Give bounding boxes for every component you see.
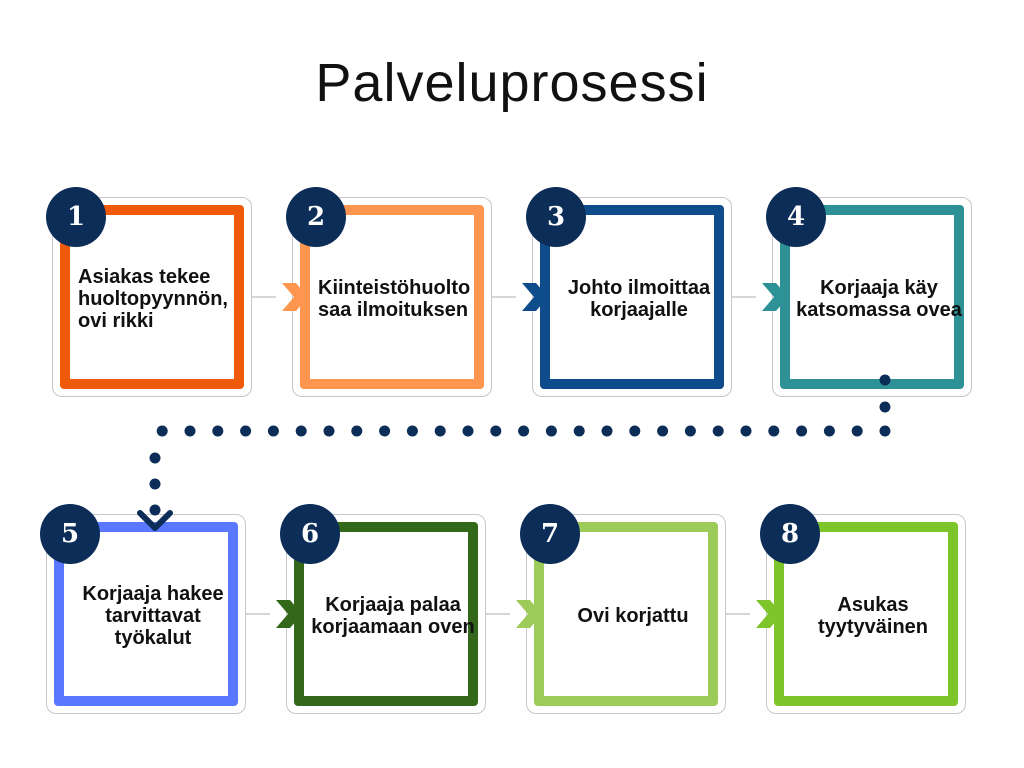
dot <box>629 425 641 437</box>
page-title: Palveluprosessi <box>315 53 709 113</box>
dot <box>657 425 669 437</box>
dot <box>379 425 391 437</box>
step-text: Kiinteistöhuolto saa ilmoituksen <box>318 239 488 359</box>
dot <box>796 425 808 437</box>
dot <box>573 425 585 437</box>
step-text: Korjaaja palaa korjaamaan oven <box>308 556 478 676</box>
step-number: 1 <box>66 202 86 232</box>
dot <box>879 374 891 386</box>
chevron-right-icon <box>516 600 542 628</box>
chevron-right-icon <box>522 283 548 311</box>
step-number-badge: 7 <box>520 504 580 564</box>
dot <box>712 425 724 437</box>
step-box <box>54 522 238 706</box>
step-box <box>60 205 244 389</box>
dot <box>295 425 307 437</box>
chevron-right-icon <box>762 283 788 311</box>
step-text: Asukas tyytyväinen <box>788 556 958 676</box>
dot <box>518 425 530 437</box>
step-number-badge: 6 <box>280 504 340 564</box>
step-label: Asukas tyytyväinen <box>817 594 929 638</box>
step-text: Korjaaja hakee tarvittavat työkalut <box>68 556 238 676</box>
chevron-right-icon <box>282 283 308 311</box>
dot <box>267 425 279 437</box>
step-label: Kiinteistöhuolto saa ilmoituksen <box>318 277 471 321</box>
step-text: Korjaaja käy katsomassa ovea <box>794 239 964 359</box>
dot <box>490 425 502 437</box>
dot <box>545 425 557 437</box>
dot <box>323 425 335 437</box>
dot <box>601 425 613 437</box>
step-label: Johto ilmoittaa korjaajalle <box>567 277 711 321</box>
step-number-badge: 1 <box>46 187 106 247</box>
step-number: 8 <box>780 519 800 549</box>
dot <box>768 425 780 437</box>
step-number-badge: 4 <box>766 187 826 247</box>
dot <box>149 452 161 464</box>
dot <box>351 425 363 437</box>
dot <box>434 425 446 437</box>
step-label: Asiakas tekee huoltopyynnön, ovi rikki <box>78 266 228 332</box>
step-number: 2 <box>306 202 326 232</box>
dot <box>740 425 752 437</box>
dot <box>212 425 224 437</box>
dot <box>879 401 891 413</box>
dot <box>149 504 161 516</box>
step-number-badge: 2 <box>286 187 346 247</box>
step-number: 7 <box>540 519 560 549</box>
step-text: Asiakas tekee huoltopyynnön, ovi rikki <box>78 239 248 359</box>
step-number-badge: 5 <box>40 504 100 564</box>
chevron-right-icon <box>276 600 302 628</box>
step-box <box>300 205 484 389</box>
step-text: Johto ilmoittaa korjaajalle <box>554 239 724 359</box>
dot <box>240 425 252 437</box>
dot <box>149 478 161 490</box>
dot <box>851 425 863 437</box>
step-number: 3 <box>546 202 566 232</box>
step-label: Korjaaja palaa korjaamaan oven <box>311 594 475 638</box>
step-number: 6 <box>300 519 320 549</box>
dot <box>184 425 196 437</box>
dot <box>823 425 835 437</box>
dot <box>156 425 168 437</box>
chevron-right-icon <box>756 600 782 628</box>
step-number: 5 <box>60 519 80 549</box>
dot <box>462 425 474 437</box>
step-text: Ovi korjattu <box>548 556 718 676</box>
step-label: Ovi korjattu <box>577 605 689 627</box>
dot <box>684 425 696 437</box>
chevron-down-icon <box>137 510 173 531</box>
step-number: 4 <box>786 202 806 232</box>
step-number-badge: 8 <box>760 504 820 564</box>
step-label: Korjaaja käy katsomassa ovea <box>796 277 962 321</box>
step-number-badge: 3 <box>526 187 586 247</box>
dot <box>879 425 891 437</box>
step-label: Korjaaja hakee tarvittavat työkalut <box>82 583 224 649</box>
dot <box>406 425 418 437</box>
